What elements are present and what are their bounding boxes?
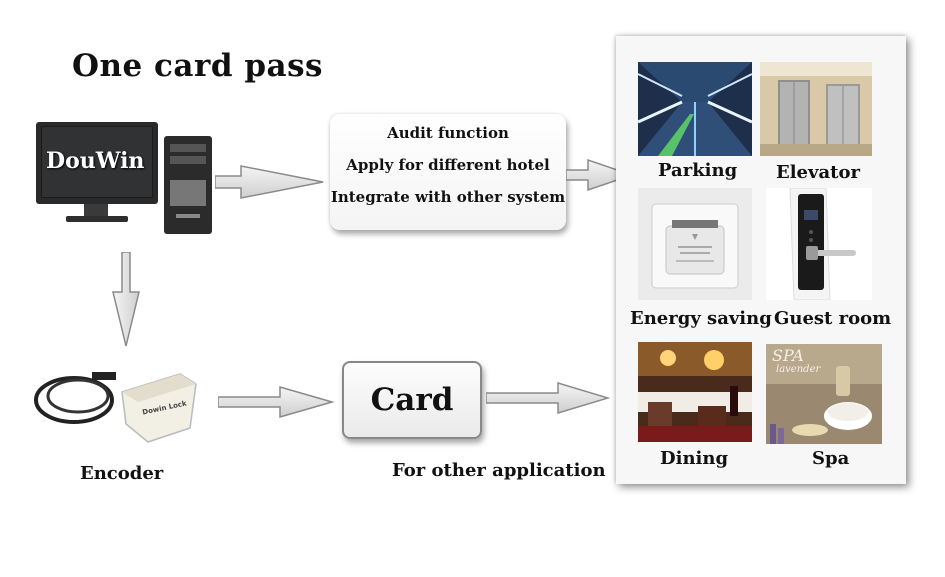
arrow-right-icon xyxy=(486,381,610,415)
guest-room-image xyxy=(766,188,872,300)
spa-label: Spa xyxy=(812,448,850,469)
parking-label: Parking xyxy=(658,160,738,181)
card-box: Card xyxy=(342,361,482,439)
feature-integrate: Integrate with other system xyxy=(330,188,566,206)
encoder-label: Encoder xyxy=(80,463,164,484)
energy-saving-label: Energy saving xyxy=(630,308,772,329)
arrow-down-icon xyxy=(112,252,140,347)
elevator-image xyxy=(760,62,872,156)
spa-image: SPA lavender xyxy=(766,344,882,444)
feature-hotel: Apply for different hotel xyxy=(346,156,550,174)
page-title: One card pass xyxy=(72,48,323,84)
encoder-illustration: Dowin Lock xyxy=(30,364,200,448)
guest-room-label: Guest room xyxy=(774,308,892,329)
computer-illustration xyxy=(36,120,216,238)
arrow-right-icon xyxy=(215,165,324,199)
dining-image xyxy=(638,342,752,442)
spa-sub-text: lavender xyxy=(776,364,821,375)
features-box: Audit function Apply for different hotel… xyxy=(330,114,566,230)
parking-image xyxy=(638,62,752,156)
elevator-label: Elevator xyxy=(776,162,860,183)
other-application-label: For other application xyxy=(392,460,606,481)
feature-audit: Audit function xyxy=(387,124,509,142)
applications-panel: Parking Elevator Energy saving xyxy=(616,36,906,484)
arrow-right-icon xyxy=(566,158,634,192)
spa-sign-text: SPA xyxy=(772,346,804,365)
arrow-right-icon xyxy=(218,386,334,418)
brand-label: DouWin xyxy=(46,148,145,174)
energy-saving-image xyxy=(638,188,752,300)
dining-label: Dining xyxy=(660,448,729,469)
